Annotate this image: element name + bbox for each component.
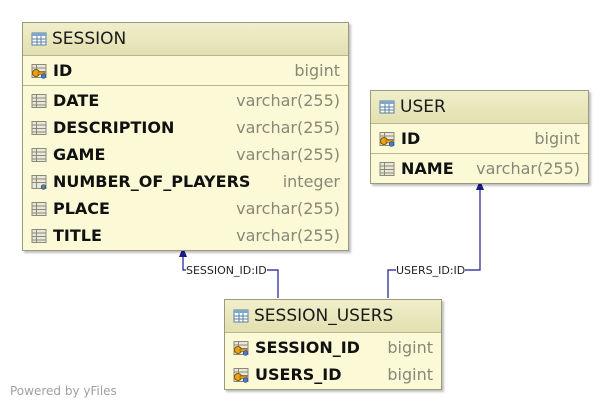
column-type: bigint [387,365,433,384]
table-user-header[interactable]: USER [371,91,588,124]
column-row-description[interactable]: DESCRIPTION varchar(255) [23,114,348,141]
column-name: ID [401,129,421,148]
column-type: integer [282,172,340,191]
arrowhead-user [476,180,484,190]
column-type: bigint [534,129,580,148]
column-name: DESCRIPTION [53,118,175,137]
primary-key-icon [379,131,395,147]
column-row-id[interactable]: ID bigint [23,57,348,84]
column-icon [31,147,47,163]
table-session-name: SESSION [52,29,127,49]
column-row-game[interactable]: GAME varchar(255) [23,141,348,168]
edge-session-users-to-user [387,189,481,298]
table-session-users-name: SESSION_USERS [254,306,394,326]
columns-section: NAME varchar(255) [371,154,588,183]
table-session-header[interactable]: SESSION [23,23,348,56]
column-row-name[interactable]: NAME varchar(255) [371,155,588,182]
column-name: SESSION_ID [255,338,360,357]
column-type: varchar(255) [236,91,340,110]
column-type: varchar(255) [236,199,340,218]
edge-session-users-to-session [182,256,279,298]
pk-section: ID bigint [23,56,348,86]
column-type: varchar(255) [476,159,580,178]
column-name: ID [53,61,73,80]
column-icon [379,161,395,177]
column-icon [31,120,47,136]
edge-label-users-id: USERS_ID:ID [396,264,466,277]
column-icon [31,201,47,217]
table-session-users-header[interactable]: SESSION_USERS [225,300,441,333]
column-row-users-id[interactable]: USERS_ID bigint [225,361,441,388]
column-type: varchar(255) [236,226,340,245]
table-session[interactable]: SESSION ID bigint DATE varchar(255) DESC… [22,22,349,251]
column-type: varchar(255) [236,118,340,137]
column-type: bigint [387,338,433,357]
column-row-date[interactable]: DATE varchar(255) [23,87,348,114]
primary-key-icon [233,340,249,356]
column-row-number-of-players[interactable]: NUMBER_OF_PLAYERS integer [23,168,348,195]
column-name: DATE [53,91,100,110]
yfiles-watermark: Powered by yFiles [10,384,117,398]
table-user-name: USER [400,97,446,117]
column-name: TITLE [53,226,102,245]
column-name: PLACE [53,199,110,218]
table-user[interactable]: USER ID bigint NAME varchar(255) [370,90,589,184]
pk-section: SESSION_ID bigint USERS_ID bigint [225,333,441,389]
column-name: NUMBER_OF_PLAYERS [53,172,251,191]
nullable-column-icon [31,174,47,190]
column-row-session-id[interactable]: SESSION_ID bigint [225,334,441,361]
primary-key-icon [233,367,249,383]
column-row-id[interactable]: ID bigint [371,125,588,152]
primary-key-icon [31,63,47,79]
column-name: NAME [401,159,454,178]
columns-section: DATE varchar(255) DESCRIPTION varchar(25… [23,86,348,250]
column-icon [31,93,47,109]
column-type: varchar(255) [236,145,340,164]
column-type: bigint [294,61,340,80]
table-icon [31,31,47,47]
column-row-title[interactable]: TITLE varchar(255) [23,222,348,249]
column-row-place[interactable]: PLACE varchar(255) [23,195,348,222]
edge-label-session-id: SESSION_ID:ID [186,264,267,277]
column-name: USERS_ID [255,365,342,384]
pk-section: ID bigint [371,124,588,154]
table-icon [233,308,249,324]
arrowhead-session [179,247,187,257]
column-name: GAME [53,145,106,164]
table-session-users[interactable]: SESSION_USERS SESSION_ID bigint USERS_ID… [224,299,442,390]
column-icon [31,228,47,244]
table-icon [379,99,395,115]
